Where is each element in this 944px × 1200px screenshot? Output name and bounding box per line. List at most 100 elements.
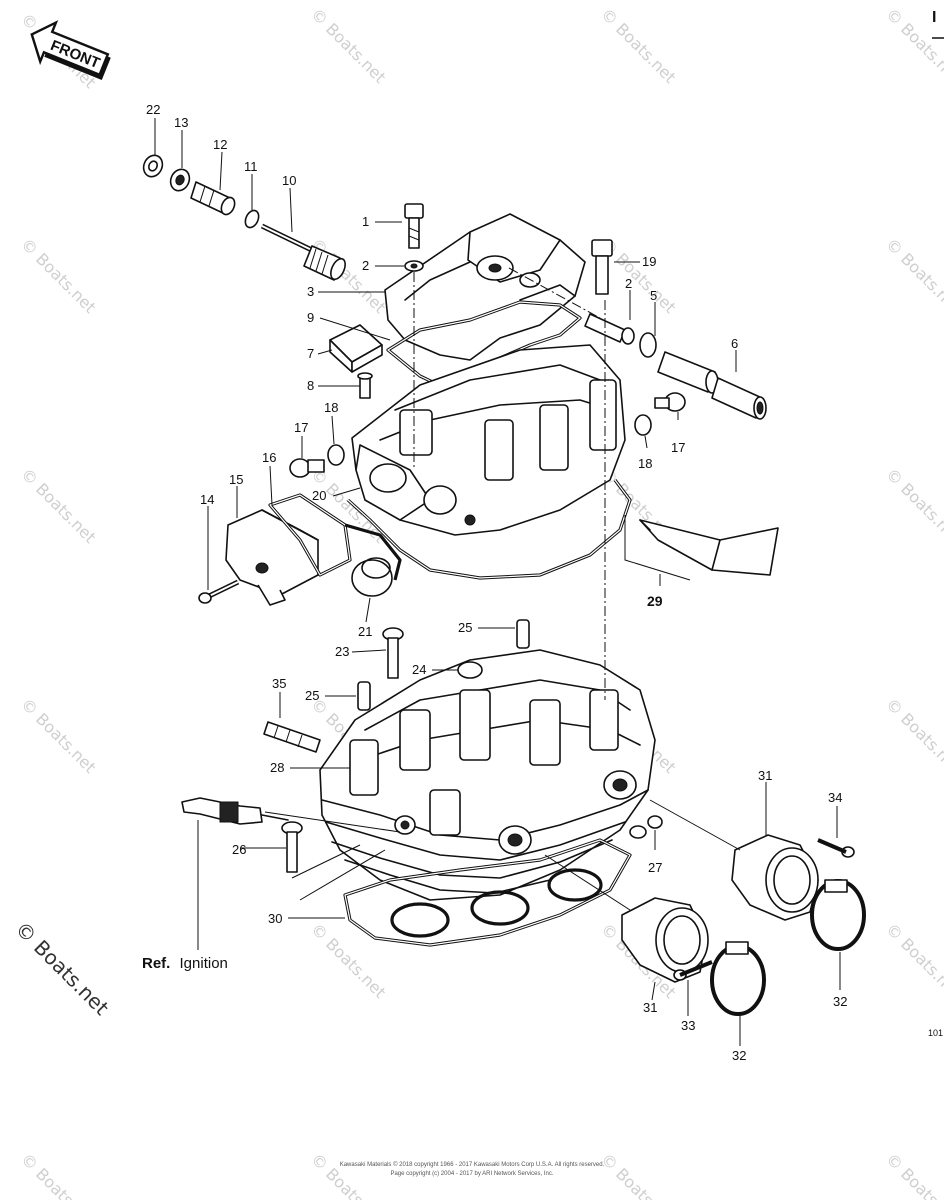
callout-2: 2 xyxy=(362,258,369,273)
watermark: © Boats.net xyxy=(17,1149,99,1200)
leader-lines xyxy=(154,118,841,1046)
watermark: © Boats.net xyxy=(882,919,944,1001)
carb-holder-31-left xyxy=(621,897,709,983)
callout-2-right: 2 xyxy=(625,276,632,291)
callout-31-right: 31 xyxy=(758,768,772,783)
breather-gasket-16-inner xyxy=(269,494,351,576)
callout-labels: 1 2 3 9 7 8 22 13 12 11 10 19 2 5 6 18 1… xyxy=(146,102,847,1063)
bolt-14 xyxy=(198,579,240,604)
ref-text: Ignition xyxy=(180,955,228,972)
callout-24: 24 xyxy=(412,662,426,677)
ignition-reference: Ref. Ignition xyxy=(142,955,228,972)
callout-9: 9 xyxy=(307,310,314,325)
callout-26: 26 xyxy=(232,842,246,857)
clamp-32-left xyxy=(710,941,766,1016)
watermark: © Boats.net xyxy=(17,234,99,316)
callout-5: 5 xyxy=(650,288,657,303)
callout-25-top: 25 xyxy=(458,620,472,635)
callout-23: 23 xyxy=(335,644,349,659)
callout-18-left: 18 xyxy=(324,400,338,415)
watermark: © Boats.net xyxy=(597,4,679,86)
callout-31-left: 31 xyxy=(643,1000,657,1015)
spark-plug xyxy=(181,797,289,825)
callout-30: 30 xyxy=(268,911,282,926)
tach-drive-assembly xyxy=(142,154,346,281)
corner-mark-text: I xyxy=(932,9,936,26)
bolt-19 xyxy=(591,239,613,295)
copyright-block: Kawasaki Materials © 2018 copyright 1966… xyxy=(340,1161,605,1177)
callout-27: 27 xyxy=(648,860,662,875)
watermark: © Boats.net xyxy=(882,694,944,776)
copyright-line-1: Kawasaki Materials © 2018 copyright 1966… xyxy=(340,1161,605,1168)
cap-21 xyxy=(351,557,393,597)
callout-20: 20 xyxy=(312,488,326,503)
callout-1: 1 xyxy=(362,214,369,229)
callout-17-left: 17 xyxy=(294,420,308,435)
plug-17-right xyxy=(654,392,686,412)
gasket-20 xyxy=(344,523,402,581)
callout-32-left: 32 xyxy=(732,1048,746,1063)
cylinder-head-gasket xyxy=(343,838,632,947)
callout-13: 13 xyxy=(174,115,188,130)
clamp-32-right xyxy=(810,879,866,951)
screw-33 xyxy=(673,960,713,981)
callout-12: 12 xyxy=(213,137,227,152)
watermark-large: © Boats.net xyxy=(10,917,113,1020)
cylinder-head-cover xyxy=(384,213,586,361)
callout-8: 8 xyxy=(307,378,314,393)
watermark-layer: © Boats.net © Boats.net © Boats.net © Bo… xyxy=(10,4,944,1200)
callout-17-right: 17 xyxy=(671,440,685,455)
camshaft-housing xyxy=(351,344,626,536)
corner-mark: I xyxy=(932,9,944,39)
copyright-line-2: Page copyright (c) 2004 - 2017 by ARI Ne… xyxy=(390,1171,553,1177)
watermark: © Boats.net xyxy=(882,1149,944,1200)
callout-21: 21 xyxy=(358,624,372,639)
carb-holder-31-right xyxy=(731,834,819,921)
screw-34 xyxy=(817,838,855,858)
cylinder-head xyxy=(319,649,656,901)
watermark: © Boats.net xyxy=(307,1149,389,1200)
callout-29: 29 xyxy=(647,593,663,609)
callout-32-right: 32 xyxy=(833,994,847,1009)
callout-34: 34 xyxy=(828,790,842,805)
callout-15: 15 xyxy=(229,472,243,487)
bolt-1 xyxy=(404,203,424,249)
watermark: © Boats.net xyxy=(597,1149,679,1200)
callout-19: 19 xyxy=(642,254,656,269)
plug-17-left xyxy=(289,458,325,478)
callout-35: 35 xyxy=(272,676,286,691)
watermark: © Boats.net xyxy=(17,694,99,776)
plug-7 xyxy=(329,324,383,373)
callout-25-left: 25 xyxy=(305,688,319,703)
callout-18-right: 18 xyxy=(638,456,652,471)
callout-28: 28 xyxy=(270,760,284,775)
watermark: © Boats.net xyxy=(307,919,389,1001)
callout-11: 11 xyxy=(244,159,258,174)
washer-2-hole xyxy=(410,263,418,269)
watermark: © Boats.net xyxy=(307,4,389,86)
o-ring-18-right xyxy=(634,414,652,436)
callout-22: 22 xyxy=(146,102,160,117)
o-ring-18-left xyxy=(327,444,345,466)
callout-16: 16 xyxy=(262,450,276,465)
page-number: 101 xyxy=(928,1028,943,1038)
watermark: © Boats.net xyxy=(882,234,944,316)
callout-6: 6 xyxy=(731,336,738,351)
bolt-26 xyxy=(281,821,303,873)
watermark: © Boats.net xyxy=(17,464,99,546)
svg-text:Ref. Ignition: Ref. Ignition xyxy=(142,955,228,972)
front-arrow: FRONT xyxy=(30,20,111,80)
watermark: © Boats.net xyxy=(882,464,944,546)
bolt-23 xyxy=(382,627,404,679)
sealant-tube-29 xyxy=(624,515,779,581)
callout-7: 7 xyxy=(307,346,314,361)
watermark: © Boats.net xyxy=(307,234,389,316)
callout-33: 33 xyxy=(681,1018,695,1033)
callout-10: 10 xyxy=(282,173,296,188)
bolt-8 xyxy=(357,372,373,399)
stud-35 xyxy=(263,721,321,753)
breather-cover-15 xyxy=(225,509,319,606)
dowel-25-top xyxy=(516,619,530,649)
ref-label: Ref. xyxy=(142,955,170,972)
